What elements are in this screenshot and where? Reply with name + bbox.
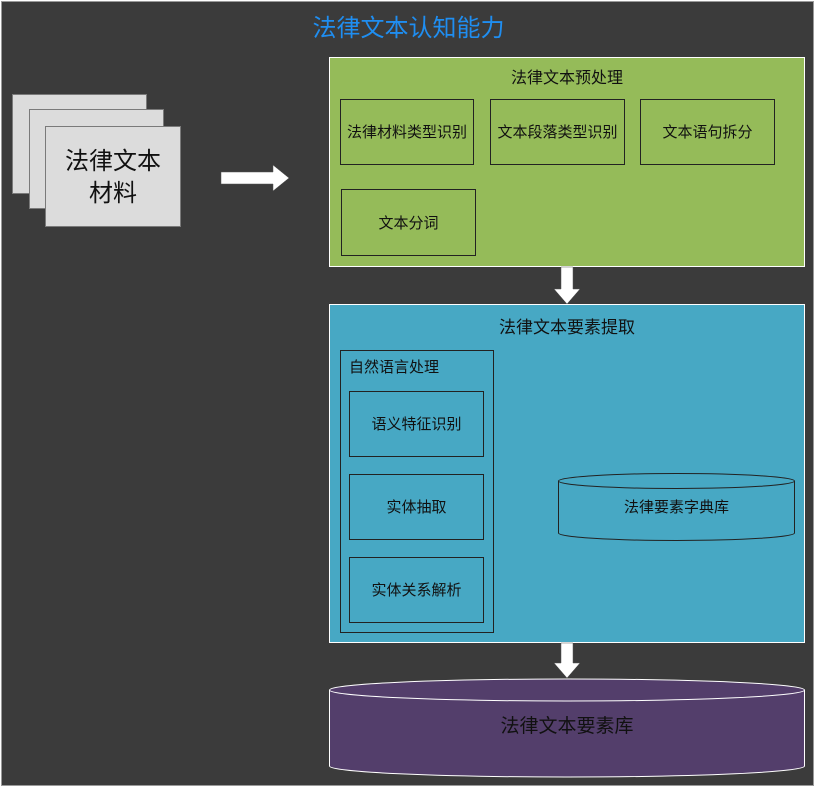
database-cylinder-icon <box>329 678 805 778</box>
step-word-segmentation: 文本分词 <box>341 189 476 256</box>
arrow-right-icon <box>220 164 290 192</box>
database-label: 法律文本要素库 <box>500 715 634 737</box>
step-entity-extraction: 实体抽取 <box>349 474 484 540</box>
diagram-title: 法律文本认知能力 <box>312 14 505 42</box>
step-sentence-splitting: 文本语句拆分 <box>640 99 775 165</box>
nlp-title: 自然语言处理 <box>349 358 440 376</box>
preprocess-title: 法律文本预处理 <box>510 68 623 87</box>
step-label: 语义特征识别 <box>371 415 462 433</box>
input-document-label: 法律文本材料 <box>65 146 161 207</box>
dictionary-label: 法律要素字典库 <box>623 498 729 516</box>
step-paragraph-type-recognition: 文本段落类型识别 <box>490 99 625 165</box>
step-entity-relation-parsing: 实体关系解析 <box>349 557 484 623</box>
step-semantic-feature-recognition: 语义特征识别 <box>349 391 484 457</box>
step-label: 实体关系解析 <box>371 581 462 599</box>
input-document: 法律文本材料 <box>45 126 181 227</box>
dictionary-database: 法律要素字典库 <box>558 473 795 541</box>
step-label: 文本段落类型识别 <box>497 123 618 141</box>
element-database: 法律文本要素库 <box>329 678 805 778</box>
step-label: 法律材料类型识别 <box>347 123 468 141</box>
extraction-title: 法律文本要素提取 <box>499 318 635 338</box>
step-label: 文本分词 <box>378 213 439 232</box>
step-label: 文本语句拆分 <box>662 123 753 141</box>
arrow-down-icon <box>553 266 581 305</box>
arrow-down-icon <box>553 642 581 679</box>
database-cylinder-icon <box>558 473 795 541</box>
step-material-type-recognition: 法律材料类型识别 <box>340 99 474 165</box>
step-label: 实体抽取 <box>386 498 447 516</box>
